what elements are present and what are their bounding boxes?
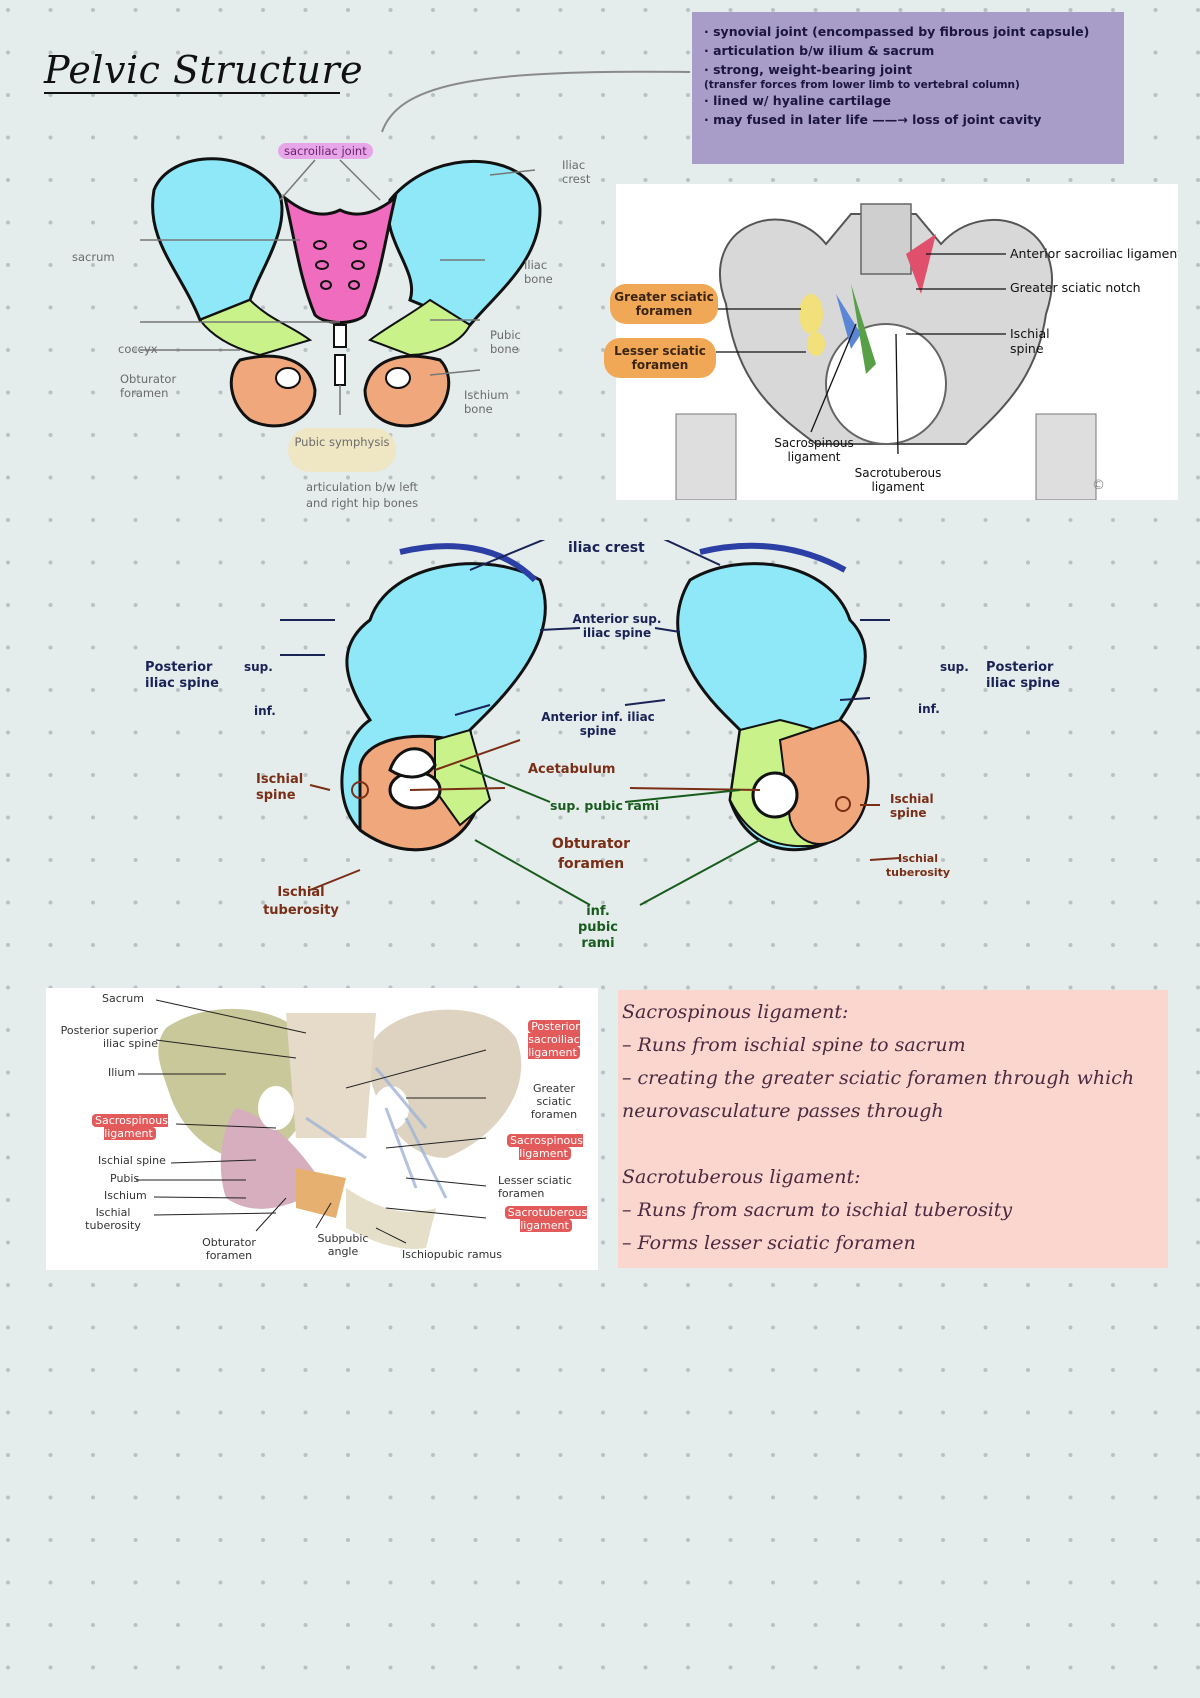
greater-sciatic-notch-label: Greater sciatic notch [1010, 280, 1141, 295]
coccyx-label: coccyx [118, 342, 158, 356]
ilium-label: Ilium [108, 1066, 136, 1079]
sacrospinous-tag-right: Sacrospinous ligament [492, 1134, 598, 1160]
sacrotuberous-note-1: – Runs from sacrum to ischial tuberosity [622, 1199, 1013, 1221]
posterior-pelvis-illustration [136, 999, 522, 1249]
pubic-bone-label: Pubic bone [490, 328, 521, 356]
sup-pubic-rami-label: sup. pubic rami [550, 798, 660, 813]
obturator-foramen-label: Obturator foramen [551, 836, 631, 872]
summary-line: · articulation b/w ilium & sacrum [704, 43, 935, 58]
summary-line: · lined w/ hyaline cartilage [704, 93, 892, 108]
sacrotuberous-heading: Sacrotuberous ligament: [622, 1166, 861, 1188]
sacrotuberous-tag-text: Sacrotuberous ligament [504, 1206, 588, 1232]
inf-label-left: inf. [254, 704, 276, 718]
greater-sciatic-foramen-tag: Greater sciatic foramen [610, 284, 718, 324]
iliac-crest-label: Iliac crest [562, 158, 591, 186]
sacrotuberous-ligament-label: Sacrotuberous ligament [854, 466, 942, 494]
sacrum-label-2: Sacrum [102, 992, 144, 1005]
anterior-sacroiliac-ligament-label: Anterior sacroiliac ligament [1010, 246, 1178, 261]
lesser-sciatic-label-2: Lesser sciatic foramen [498, 1174, 572, 1200]
sacrum-label: sacrum [72, 250, 115, 264]
iliac-bone-label: Iliac bone [524, 258, 553, 286]
summary-line: · synovial joint (encompassed by fibrous… [704, 24, 1090, 39]
ischial-tuberosity-label-2: Ischial tuberosity [85, 1206, 141, 1232]
posterior-iliac-spine-label-left: Posterior iliac spine [145, 660, 219, 691]
pelvis-diagram [140, 157, 542, 428]
ischial-spine-label-2: Ischial spine [98, 1154, 166, 1167]
sacrospinous-ligament-label: Sacrospinous ligament [774, 436, 854, 464]
sacrospinous-tag-left: Sacrospinous ligament [90, 1114, 170, 1140]
sacrospinous-note-2: – creating the greater sciatic foramen t… [622, 1067, 1135, 1089]
inf-pubic-rami-label: inf. pubic rami [577, 904, 619, 951]
ischium-bone-label: Ischium bone [464, 388, 509, 416]
greater-sciatic-label-2: Greater sciatic foramen [530, 1082, 578, 1121]
ischial-spine-label: Ischial spine [1010, 326, 1050, 356]
summary-line: · may fused in later life ——→ loss of jo… [704, 112, 1042, 127]
acetabulum-label: Acetabulum [528, 762, 616, 777]
summary-line: · strong, weight-bearing joint [704, 62, 913, 77]
sacroiliac-joint-label: sacroiliac joint [278, 143, 373, 159]
symphysis-note-line-1: articulation b/w left [306, 480, 418, 494]
ischium-label: Ischium [104, 1189, 147, 1202]
obturator-label: Obturator foramen [120, 372, 177, 400]
iliac-crest-label-2: iliac crest [568, 540, 645, 556]
notes-spacer [622, 1128, 1164, 1161]
sacrotuberous-tag: Sacrotuberous ligament [494, 1206, 598, 1232]
ischial-tuberosity-label-left: Ischial tuberosity [263, 885, 339, 918]
pubis-label: Pubis [110, 1172, 140, 1185]
pelvis-illustration [675, 203, 1097, 500]
ischial-tuberosity-label-right: Ischial tuberosity [885, 852, 951, 879]
copyright-mark: © [1092, 478, 1105, 493]
sup-label-right: sup. [940, 660, 969, 674]
posterior-iliac-spine-label-right: Posterior iliac spine [986, 660, 1060, 691]
sacrotuberous-note-2: – Forms lesser sciatic foramen [622, 1232, 916, 1254]
page-title: Pelvic Structure [44, 48, 364, 92]
sup-label-left: sup. [244, 660, 273, 674]
ischiopubic-ramus-label: Ischiopubic ramus [402, 1248, 502, 1261]
pubic-symphysis-label: Pubic symphysis [288, 428, 396, 472]
sacrospinous-tag-right-text: Sacrospinous ligament [507, 1134, 583, 1160]
posterior-pelvis-photo: Sacrum Posterior superior iliac spine Il… [46, 988, 598, 1270]
psis-label: Posterior superior iliac spine [60, 1024, 158, 1050]
summary-line: (transfer forces from lower limb to vert… [704, 79, 1020, 91]
ligament-notes-box: Sacrospinous ligament: – Runs from ischi… [618, 990, 1168, 1268]
hip-bone-diagram [280, 540, 901, 906]
obturator-label-2: Obturator foramen [202, 1236, 256, 1262]
ischial-spine-label-left: Ischial spine [256, 772, 304, 803]
sacrospinous-heading: Sacrospinous ligament: [622, 1001, 849, 1023]
post-si-tag-text: Posterior sacroiliac ligament [528, 1020, 580, 1059]
asis-label: Anterior sup. iliac spine [572, 612, 662, 640]
subpubic-angle-label: Subpubic angle [317, 1232, 369, 1258]
sacroiliac-summary-box: · synovial joint (encompassed by fibrous… [692, 12, 1124, 164]
sacrospinous-note-3: neurovasculature passes through [622, 1100, 944, 1122]
post-si-tag: Posterior sacroiliac ligament [518, 1020, 590, 1059]
connector-curve [381, 70, 691, 133]
ischial-spine-label-right: Ischial spine [890, 792, 934, 820]
lesser-sciatic-foramen-tag: Lesser sciatic foramen [604, 338, 716, 378]
inf-label-right: inf. [918, 702, 940, 716]
sacrospinous-tag-text: Sacrospinous ligament [92, 1114, 168, 1140]
title-underline [44, 92, 340, 94]
aiis-label: Anterior inf. iliac spine [541, 710, 655, 738]
symphysis-note-line-2: and right hip bones [306, 496, 419, 510]
sacrospinous-note-1: – Runs from ischial spine to sacrum [622, 1034, 966, 1056]
